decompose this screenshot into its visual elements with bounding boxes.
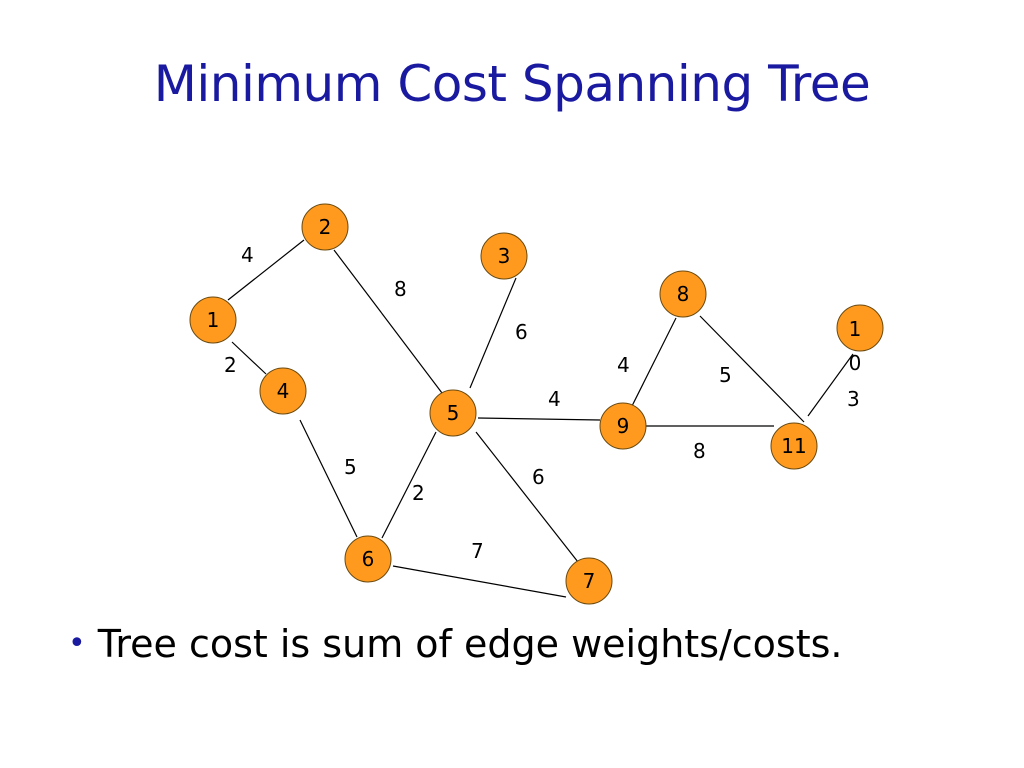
edge-5-7 [475,431,579,563]
bullet-text: Tree cost is sum of edge weights/costs. [97,622,843,666]
edge-10-11 [807,353,854,417]
bullet-item: • Tree cost is sum of edge weights/costs. [68,622,843,666]
graph-node-2: 2 [301,203,349,251]
edge-3-5 [469,277,517,389]
graph-node-1: 1 [189,296,237,344]
edge-2-5 [333,249,443,394]
edge-8-9 [631,317,677,407]
node-label-6: 6 [362,547,375,571]
edge-weight-2-5: 8 [394,277,407,301]
node-label-3: 3 [498,244,511,268]
node-label-5: 5 [447,401,460,425]
graph-node-5: 5 [429,389,477,437]
edge-weight-1-2: 4 [241,243,254,267]
edge-1-4 [231,341,267,375]
node-label-11: 11 [781,434,806,458]
graph-node-9: 9 [599,402,647,450]
edge-6-7 [392,565,567,598]
graph-node-10: 1 0 [836,304,884,375]
edge-weight-8-11: 5 [719,363,732,387]
edge-weight-5-6: 2 [412,481,425,505]
edge-1-2 [227,239,305,301]
edge-weight-8-9: 4 [617,353,630,377]
graph-node-8: 8 [659,270,707,318]
edge-4-6 [299,419,358,538]
slide-title: Minimum Cost Spanning Tree [153,55,871,113]
bullet-dot: • [68,626,86,661]
edge-8-11 [699,315,805,423]
edge-weight-6-7: 7 [471,539,484,563]
node-label-10-part2: 0 [849,351,862,375]
edge-weight-3-5: 6 [515,320,528,344]
node-label-9: 9 [617,414,630,438]
edge-weight-9-11: 8 [693,439,706,463]
node-label-2: 2 [319,215,332,239]
node-label-7: 7 [583,569,596,593]
edge-5-9 [477,417,601,421]
graph-node-7: 7 [565,557,613,605]
edge-weight-10-11: 3 [847,387,860,411]
node-label-8: 8 [677,282,690,306]
node-label-4: 4 [277,379,290,403]
graph-node-6: 6 [344,535,392,583]
edge-weight-5-7: 6 [532,465,545,489]
node-label-1: 1 [207,308,220,332]
edge-weight-4-6: 5 [344,455,357,479]
graph-node-11: 11 [770,422,818,470]
node-label-10-part1: 1 [849,317,862,341]
edge-5-6 [381,431,437,539]
edge-weight-5-9: 4 [548,387,561,411]
graph-node-3: 3 [480,232,528,280]
edge-weight-1-4: 2 [224,353,237,377]
graph-node-4: 4 [259,367,307,415]
